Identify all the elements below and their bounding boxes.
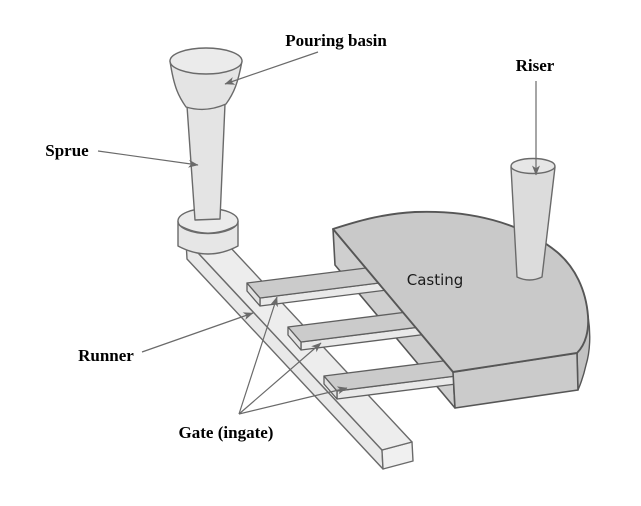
pouring-basin-label: Pouring basin bbox=[285, 31, 387, 50]
riser-body bbox=[510, 166, 556, 281]
gate-leader-line-2 bbox=[238, 342, 322, 415]
gate-3-shape bbox=[323, 359, 465, 400]
gate-leader-line-1 bbox=[238, 296, 278, 415]
pouring-basin-top bbox=[169, 47, 243, 75]
riser-shape bbox=[510, 157, 556, 281]
riser-top bbox=[510, 157, 556, 175]
gate-label: Gate (ingate) bbox=[179, 423, 274, 442]
sprue-well-shape bbox=[177, 207, 239, 255]
runner-label: Runner bbox=[78, 346, 134, 365]
sprue-leader-line bbox=[97, 150, 199, 168]
sprue-label: Sprue bbox=[45, 141, 89, 160]
pouring-basin-leader-line bbox=[224, 51, 319, 85]
pouring-basin-shape bbox=[169, 47, 243, 111]
riser-label: Riser bbox=[516, 56, 555, 75]
sprue-well-rim bbox=[178, 224, 238, 234]
casting-label: Casting bbox=[407, 271, 464, 289]
runner-leader-line bbox=[141, 312, 254, 353]
sprue-shape bbox=[186, 103, 226, 221]
gate-leader-line-3 bbox=[238, 386, 348, 415]
gate-1-shape bbox=[246, 266, 388, 307]
pouring-basin-body bbox=[169, 60, 243, 111]
